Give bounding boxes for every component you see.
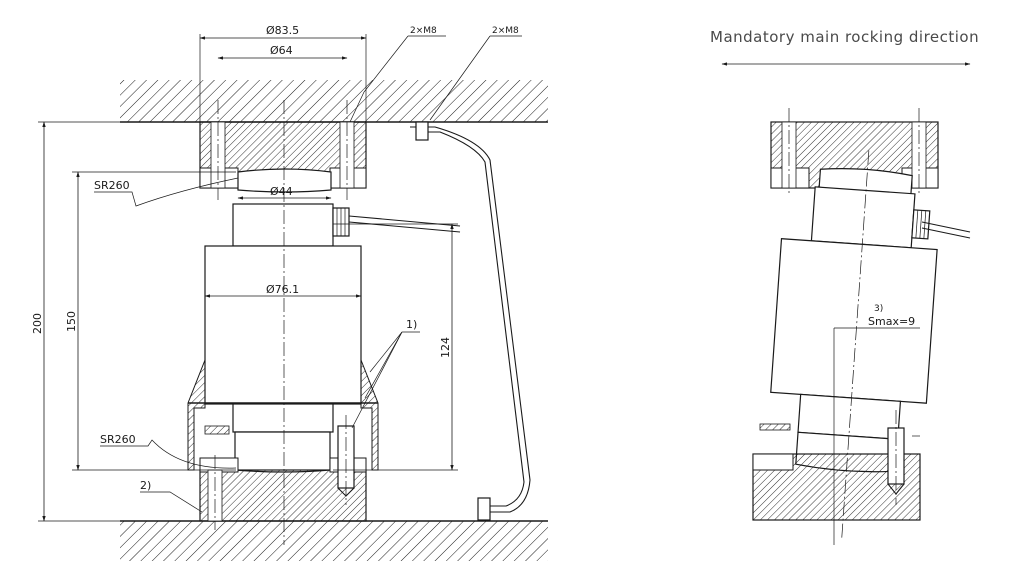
callout-bolt-left: 2×M8	[410, 26, 437, 36]
note-3: 3)	[874, 304, 883, 314]
dim-d83-5: Ø83.5	[266, 24, 299, 37]
tilted-view	[752, 108, 971, 545]
rocking-direction-title: Mandatory main rocking direction	[710, 28, 979, 46]
dim-d64: Ø64	[270, 44, 293, 57]
front-section-view	[38, 34, 548, 561]
dim-150: 150	[65, 311, 78, 332]
dim-d76-1: Ø76.1	[266, 283, 299, 296]
note-1: 1)	[406, 318, 417, 331]
load-cell-body	[204, 245, 362, 405]
callout-bolt-right: 2×M8	[492, 26, 519, 36]
top-structure	[120, 80, 548, 122]
dim-124: 124	[439, 337, 452, 358]
load-cell-neck	[232, 203, 334, 247]
bottom-structure	[120, 521, 548, 561]
dim-200: 200	[31, 313, 44, 334]
callout-sr-top: SR260	[94, 179, 130, 192]
note-2: 2)	[140, 479, 151, 492]
callout-sr-bottom: SR260	[100, 433, 136, 446]
dim-d44: Ø44	[270, 185, 293, 198]
smax-label: Smax=9	[868, 315, 915, 328]
